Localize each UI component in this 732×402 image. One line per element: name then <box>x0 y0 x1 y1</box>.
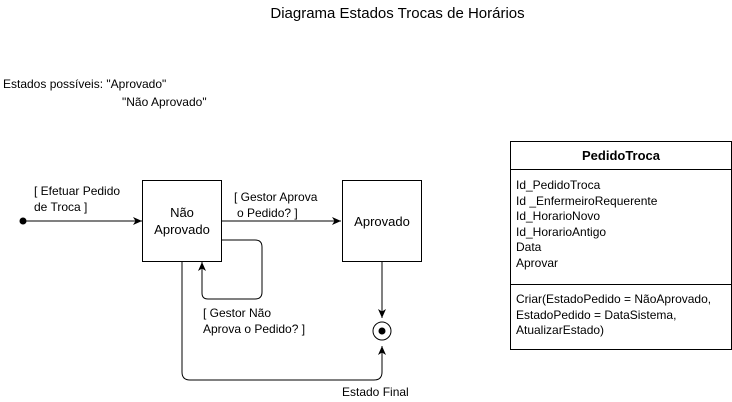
states-note-line1: Estados possíveis: "Aprovado" <box>3 77 167 91</box>
transition-efetuar-line2: de Troca ] <box>34 200 88 214</box>
transition-gestor-nao-aprova-line1: [ Gestor Não <box>203 306 272 320</box>
class-attribute: Aprovar <box>516 255 559 270</box>
transition-efetuar-label: [ Efetuar Pedido de Troca ] <box>34 183 120 215</box>
transition-efetuar-line1: [ Efetuar Pedido <box>34 184 121 198</box>
class-name: PedidoTroca <box>511 142 731 170</box>
state-aprovado[interactable]: Aprovado <box>342 180 422 262</box>
class-attribute: Id_HorarioNovo <box>516 209 601 223</box>
transition-gestor-aprova-line1: [ Gestor Aprova <box>234 190 318 204</box>
states-note-line2: "Não Aprovado" <box>122 95 207 109</box>
transition-gestor-nao-aprova-label: [ Gestor Não Aprova o Pedido? ] <box>203 305 305 337</box>
class-operation: Criar(EstadoPedido = NãoAprovado, <box>516 292 712 306</box>
transition-gestor-nao-aprova-line2: Aprova o Pedido? ] <box>203 322 306 336</box>
class-box-pedidotroca[interactable]: PedidoTroca Id_PedidoTroca Id _Enfermeir… <box>510 141 732 350</box>
final-state-inner <box>378 327 386 335</box>
class-operations: Criar(EstadoPedido = NãoAprovado, Estado… <box>511 285 731 339</box>
class-attributes: Id_PedidoTroca Id _EnfermeiroRequerente … <box>511 170 731 285</box>
edge-self-loop <box>198 239 263 300</box>
class-operation: AtualizarEstado) <box>516 323 605 337</box>
diagram-title: Diagrama Estados Trocas de Horários <box>270 5 525 22</box>
transition-gestor-aprova-line2: o Pedido? ] <box>237 206 298 220</box>
class-operation: EstadoPedido = DataSistema, <box>516 307 677 322</box>
class-attribute: Id_PedidoTroca <box>516 178 601 192</box>
final-state-label: Estado Final <box>342 385 409 399</box>
state-nao-aprovado[interactable]: Não Aprovado <box>142 180 222 262</box>
transition-gestor-aprova-label: [ Gestor Aprova o Pedido? ] <box>234 189 317 221</box>
class-attribute: Data <box>516 240 542 254</box>
edge-nao-aprovado-to-final <box>181 262 386 381</box>
state-nao-aprovado-line2: Aprovado <box>154 222 210 237</box>
class-attribute: Id _EnfermeiroRequerente <box>516 193 658 208</box>
state-aprovado-label: Aprovado <box>354 213 410 229</box>
state-nao-aprovado-line1: Não <box>170 205 194 220</box>
class-attribute: Id_HorarioAntigo <box>516 224 607 239</box>
